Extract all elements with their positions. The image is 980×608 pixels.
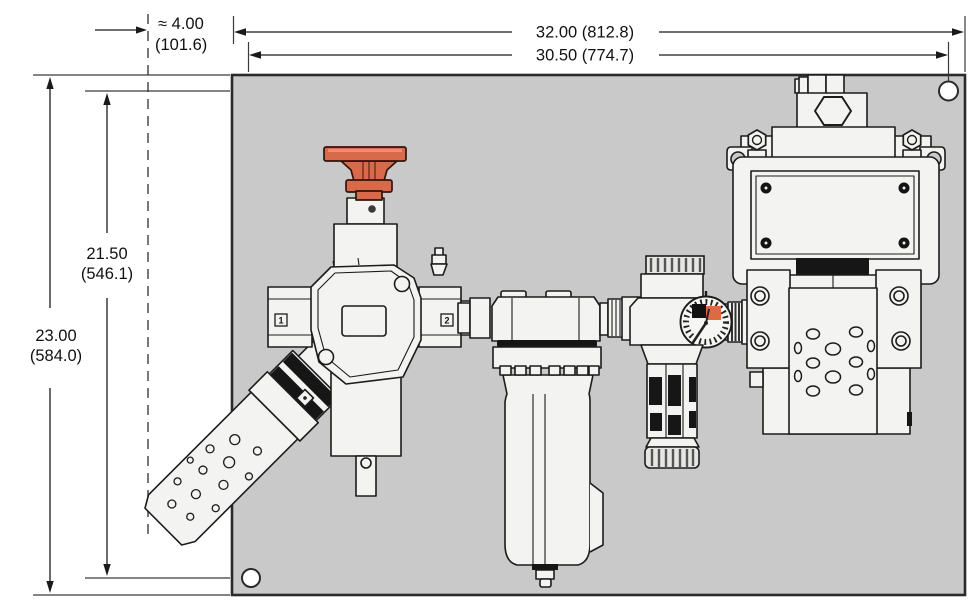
corner-hole-top-right xyxy=(938,80,959,102)
pressure-gauge xyxy=(679,291,733,349)
port-label-1: 1 xyxy=(274,313,288,327)
dim-height-inner-inches: 21.50 xyxy=(86,245,127,263)
bowl-ring-teeth xyxy=(499,365,600,376)
dimension-height-inner: 21.50 (546.1) xyxy=(81,90,230,579)
port-label-2: 2 xyxy=(440,313,454,327)
hex-bolt-left xyxy=(747,129,767,161)
manifold-ports xyxy=(793,326,876,397)
bleed-fitting xyxy=(430,247,448,276)
muffler-vent-holes xyxy=(167,433,263,521)
adjustment-knob xyxy=(646,363,698,439)
pressure-regulator xyxy=(607,255,753,469)
cover-screws xyxy=(760,182,910,249)
dim-width-outer-label: 32.00 (812.8) xyxy=(536,24,634,42)
dim-height-outer-mm: (584.0) xyxy=(30,347,82,365)
drain-valve xyxy=(532,564,558,588)
svg-text:2: 2 xyxy=(444,316,449,326)
knurl-top xyxy=(649,258,702,272)
dim-offset-inches: ≈ 4.00 xyxy=(158,15,204,33)
svg-text:1: 1 xyxy=(278,316,283,326)
dimension-width-outer: 32.00 (812.8) xyxy=(232,16,966,72)
valve-block xyxy=(726,74,946,435)
dim-offset-mm: (101.6) xyxy=(155,36,207,54)
muffler-bolt xyxy=(295,388,315,408)
dimension-width-inner: 30.50 (774.7) xyxy=(247,42,950,81)
dim-height-outer-inches: 23.00 xyxy=(35,327,76,345)
knurl-bottom xyxy=(650,449,695,467)
hex-bolt-right xyxy=(902,129,922,161)
gauge-needle xyxy=(690,322,708,345)
wing-bolts xyxy=(750,286,911,351)
dim-width-inner-label: 30.50 (774.7) xyxy=(536,47,634,65)
air-filter xyxy=(457,290,609,588)
red-t-handle xyxy=(323,146,407,201)
hex-nut xyxy=(813,96,853,126)
dimension-offset-left: ≈ 4.00 (101.6) xyxy=(95,14,207,540)
dim-height-inner-mm: (546.1) xyxy=(81,265,133,283)
corner-hole-bottom-left xyxy=(241,568,261,588)
dimension-height-outer: 23.00 (584.0) xyxy=(30,74,230,596)
shutoff-valve: 1 2 xyxy=(267,146,482,497)
